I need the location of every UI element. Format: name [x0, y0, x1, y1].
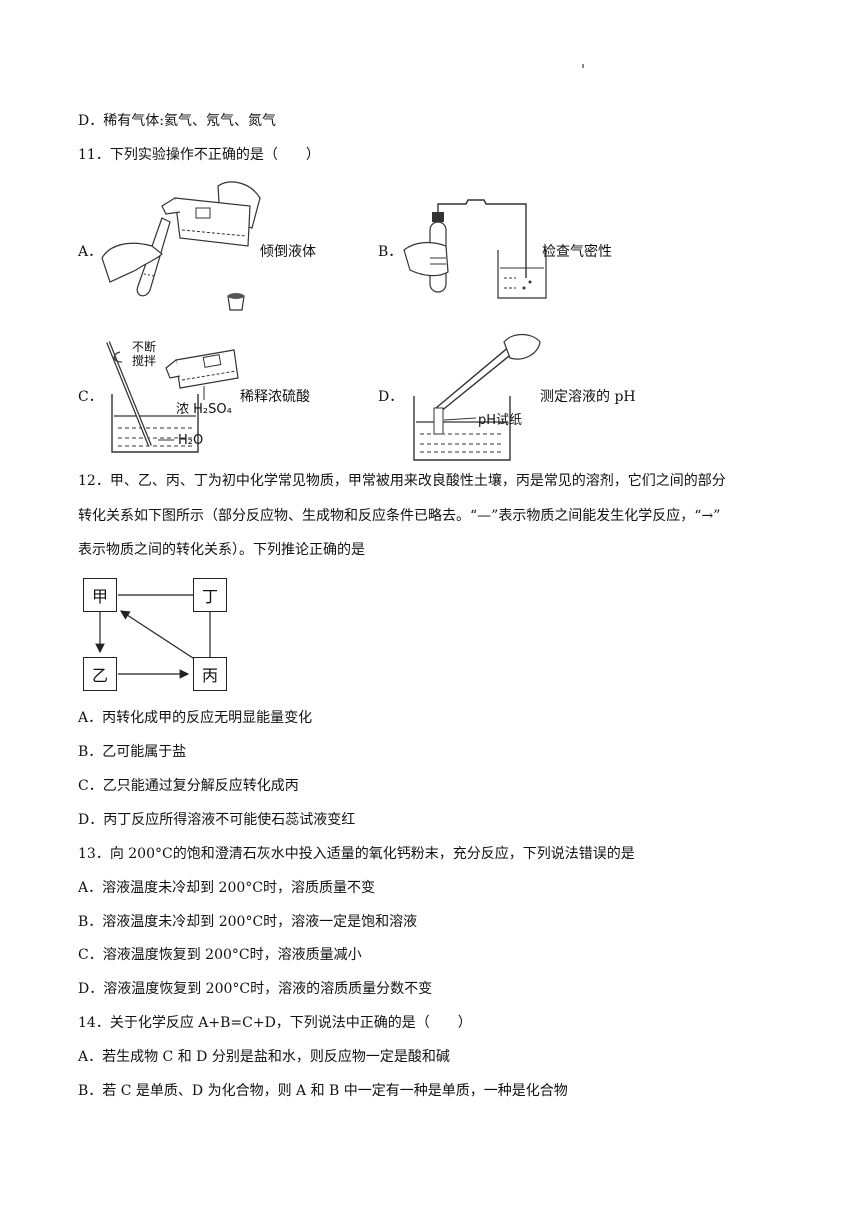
q14-option-b: B．若 C 是单质、D 为化合物，则 A 和 B 中一定有一种是单质，一种是化合…	[78, 1083, 568, 1099]
q11-option-a-caption: 倾倒液体	[260, 244, 316, 260]
label-ph-paper: pH试纸	[478, 413, 523, 428]
q13-option-a: A．溶液温度未冷却到 200°C时，溶质质量不变	[78, 880, 375, 896]
q13-option-c: C．溶液温度恢复到 200°C时，溶液质量减小	[78, 947, 362, 963]
q13-option-d: D．溶液温度恢复到 200°C时，溶液的溶质质量分数不变	[78, 981, 433, 997]
q11-option-b-caption: 检查气密性	[542, 244, 612, 260]
label-stir: 不断	[132, 340, 157, 354]
figure-measure-ph	[413, 333, 541, 461]
node-bing: 丙	[193, 657, 227, 691]
q11-stem: 11．下列实验操作不正确的是（ ）	[78, 147, 320, 163]
node-yi: 乙	[83, 657, 117, 691]
label-stir-2: 搅拌	[132, 354, 157, 368]
node-ding: 丁	[193, 578, 227, 612]
label-conc-acid: 浓 H₂SO₄	[176, 402, 232, 417]
label-water: H₂O	[178, 433, 204, 448]
node-jia: 甲	[83, 578, 117, 612]
q13-stem: 13．向 200°C的饱和澄清石灰水中投入适量的氧化钙粉末，充分反应，下列说法错…	[78, 846, 635, 862]
figure-dilute-acid	[106, 341, 239, 453]
q12-option-c: C．乙只能通过复分解反应转化成丙	[78, 778, 299, 794]
page-mark	[582, 64, 584, 68]
q11-option-a-letter: A．	[78, 244, 103, 260]
q12-option-b: B．乙可能属于盐	[78, 744, 187, 760]
q14-option-a: A．若生成物 C 和 D 分别是盐和水，则反应物一定是酸和碱	[78, 1049, 450, 1065]
q12-stem-line-2: 转化关系如下图所示（部分反应物、生成物和反应条件已略去。“—”表示物质之间能发生…	[78, 508, 721, 524]
q14-stem: 14．关于化学反应 A+B=C+D，下列说法中正确的是（ ）	[78, 1015, 472, 1031]
q11-option-d-letter: D．	[378, 389, 404, 405]
q10-option-d: D．稀有气体:氦气、氖气、氮气	[78, 113, 276, 129]
q11-option-c-caption: 稀释浓硫酸	[240, 389, 310, 405]
figure-pouring-liquid	[101, 181, 261, 311]
q11-option-b-letter: B．	[378, 244, 403, 260]
q12-stem-line-1: 12．甲、乙、丙、丁为初中化学常见物质，甲常被用来改良酸性土壤，丙是常见的溶剂，…	[78, 473, 726, 489]
q11-option-d-caption: 测定溶液的 pH	[540, 389, 636, 405]
q13-option-b: B．溶液温度未冷却到 200°C时，溶液一定是饱和溶液	[78, 914, 418, 930]
q12-stem-line-3: 表示物质之间的转化关系）。下列推论正确的是	[78, 542, 365, 558]
q12-option-a: A．丙转化成甲的反应无明显能量变化	[78, 710, 313, 726]
figure-airtightness	[403, 199, 547, 299]
q11-option-c-letter: C．	[78, 389, 103, 405]
q12-option-d: D．丙丁反应所得溶液不可能使石蕊试液变红	[78, 812, 356, 828]
